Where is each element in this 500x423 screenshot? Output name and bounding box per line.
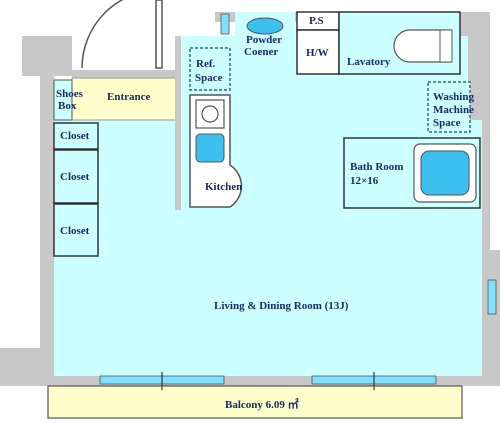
label-balcony: Balcony 6.09 ㎡ <box>225 399 299 411</box>
shoes-box <box>53 79 73 121</box>
balcony-floor <box>47 385 463 419</box>
label-closet-3: Closet <box>60 225 90 237</box>
label-box: Box <box>58 100 77 112</box>
label-lavatory: Lavatory <box>347 56 391 68</box>
label-living: Living & Dining Room (13J) <box>214 300 349 312</box>
kitchen-sink <box>195 133 225 163</box>
label-ref-1: Ref. <box>196 58 216 70</box>
label-washing-2: Machine <box>433 104 474 116</box>
hw-box <box>296 29 340 75</box>
label-closet-2: Closet <box>60 171 90 183</box>
label-corner: Coener <box>244 46 279 58</box>
powder-basin <box>246 17 284 35</box>
toilet-tank <box>439 29 453 63</box>
balcony-windows <box>99 372 437 390</box>
label-closet-1: Closet <box>60 130 90 142</box>
label-ref-2: Space <box>195 72 223 84</box>
closet-3-box <box>53 203 99 257</box>
label-washing-3: Space <box>433 117 461 129</box>
closet-1-box <box>53 122 99 150</box>
powder-window <box>220 13 230 35</box>
entrance-floor <box>71 77 179 121</box>
washing-space-box <box>427 81 471 133</box>
label-entrance: Entrance <box>107 91 151 103</box>
bath-tub-inner <box>420 150 470 196</box>
label-ps: P.S <box>309 15 324 27</box>
right-window <box>487 279 497 315</box>
wall-left <box>40 36 54 376</box>
closets <box>53 122 99 257</box>
wall-entrance-top <box>72 70 182 78</box>
label-hw: H/W <box>306 47 329 59</box>
entry-door <box>81 0 163 69</box>
label-bath-room: Bath Room <box>350 161 404 173</box>
stove-burner <box>201 105 219 123</box>
label-washing-1: Washing <box>433 91 474 103</box>
closet-2-box <box>53 149 99 204</box>
label-bath-size: 12×16 <box>350 175 379 187</box>
label-kitchen: Kitchen <box>205 181 243 193</box>
ref-space-box <box>189 47 231 91</box>
kitchen-unit <box>189 94 243 208</box>
label-shoes: Shoes <box>56 88 83 100</box>
label-powder: Powder <box>246 34 283 46</box>
toilet <box>393 29 451 63</box>
